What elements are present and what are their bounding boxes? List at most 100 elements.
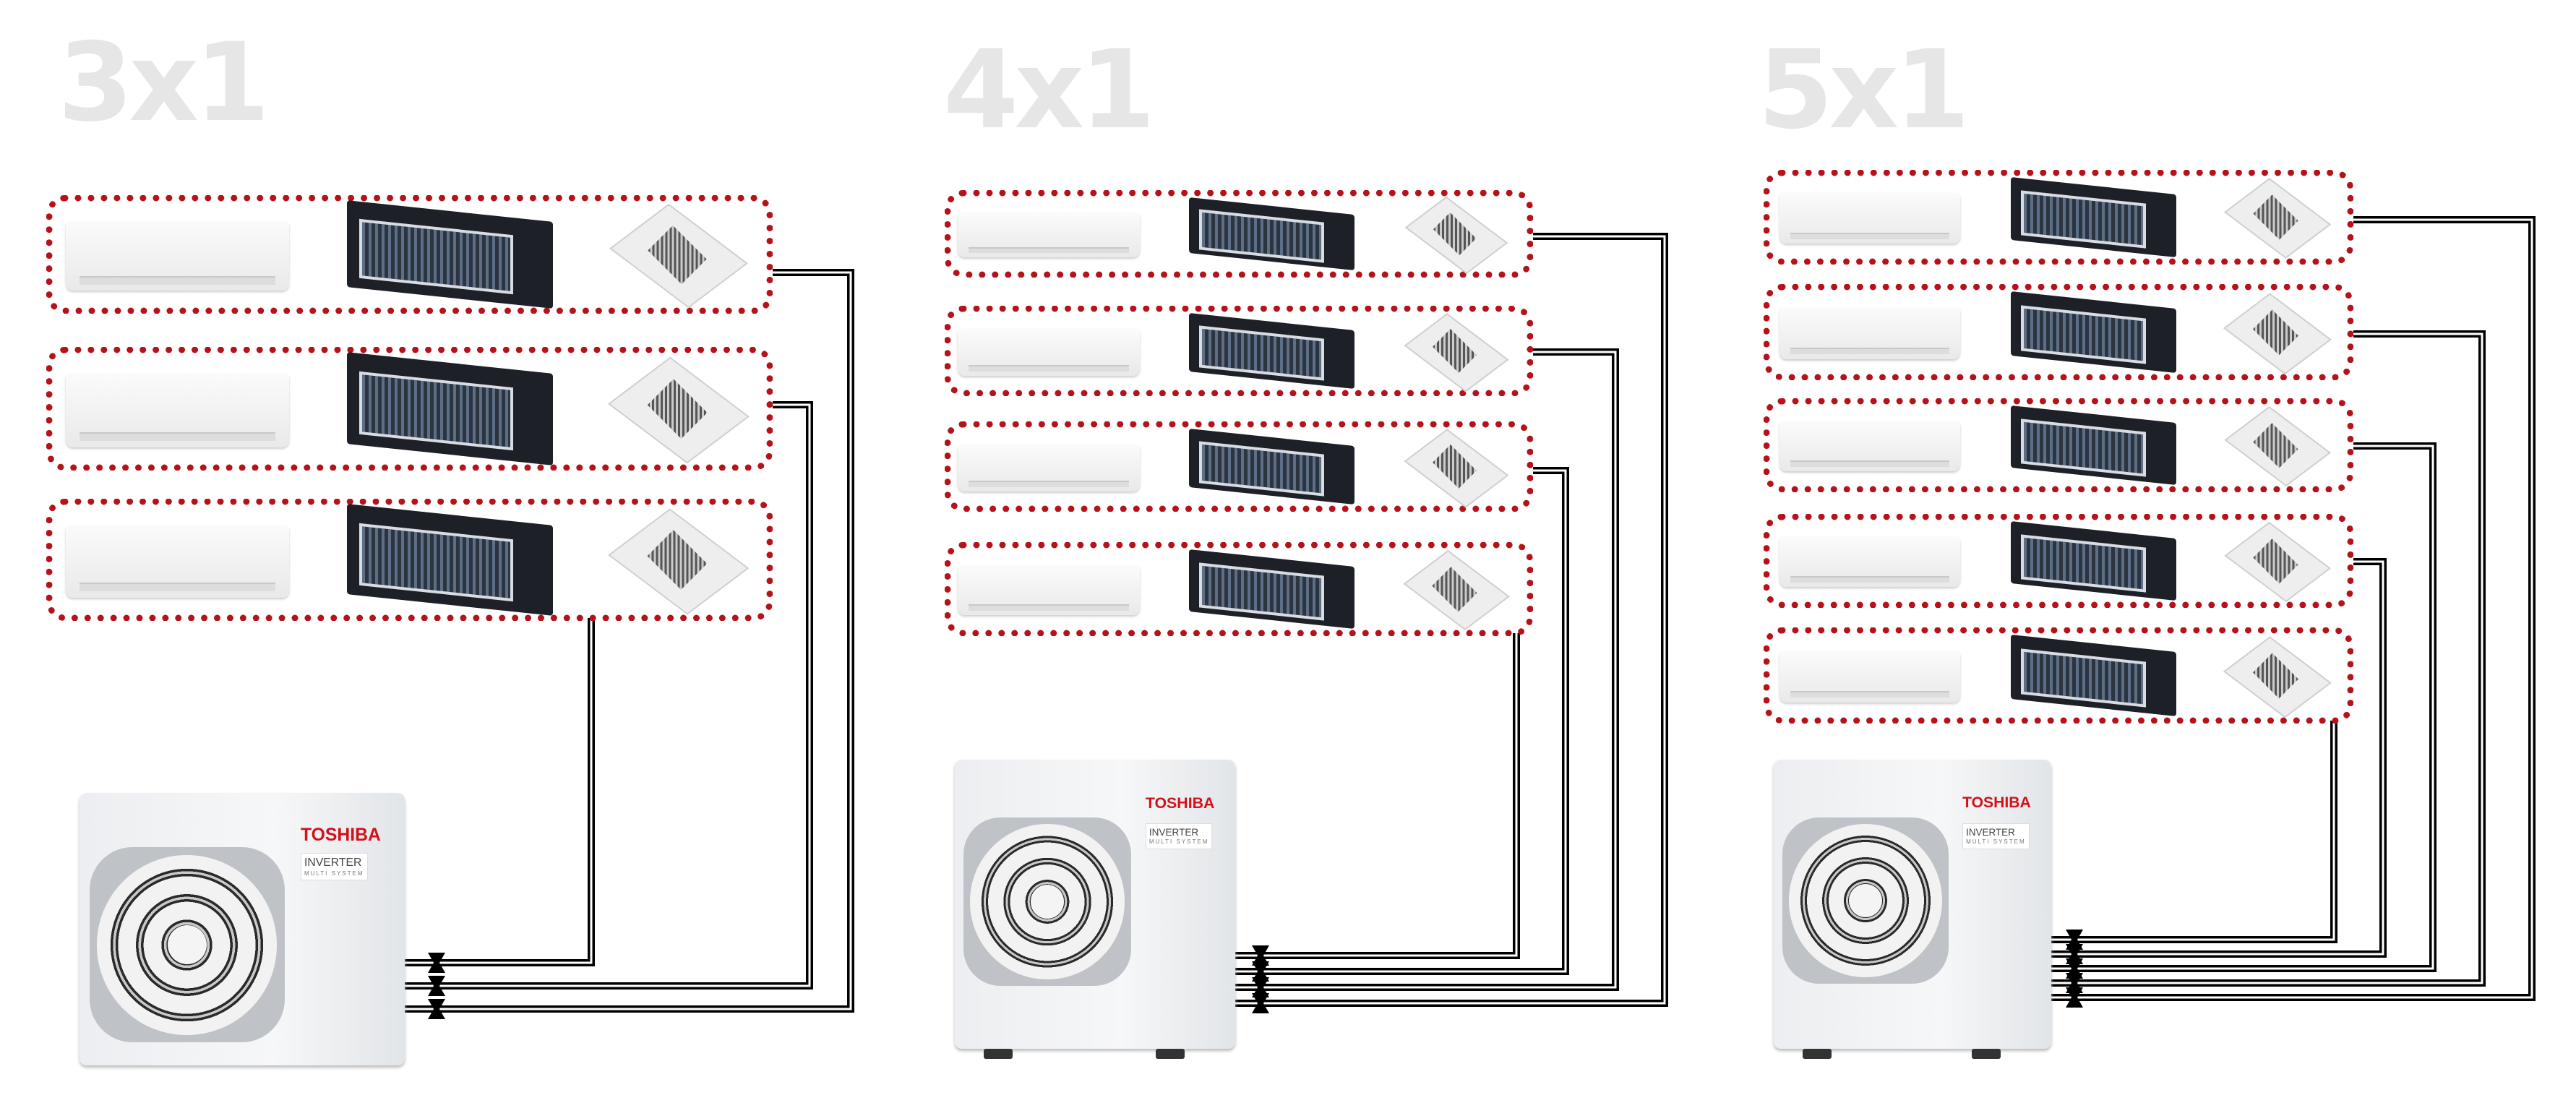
- indoor-unit-group: [46, 499, 773, 621]
- pipe-run: [2051, 721, 2337, 943]
- indoor-unit-group: [945, 306, 1533, 396]
- indoor-unit-group: [1764, 170, 2353, 265]
- wall-unit-louver: [969, 365, 1129, 372]
- duct-coil-grille: [2020, 418, 2146, 477]
- wall-mounted-unit: [958, 565, 1140, 616]
- cassette-unit: [1404, 196, 1508, 275]
- wall-unit-louver: [969, 481, 1129, 487]
- fan-hub: [1848, 884, 1882, 918]
- pipe-run: [2051, 721, 2335, 941]
- system-title: 3x1: [58, 20, 270, 146]
- indoor-unit-group: [46, 195, 773, 314]
- cassette-unit: [1402, 550, 1511, 631]
- wall-mounted-unit: [66, 525, 289, 598]
- badge-subtitle: MULTI SYSTEM: [1149, 838, 1209, 846]
- pipe-run: [405, 618, 593, 964]
- duct-coil-grille: [1198, 325, 1324, 381]
- indoor-unit-group: [1764, 627, 2353, 724]
- cassette-unit: [2223, 293, 2332, 374]
- cassette-unit: [1404, 312, 1509, 392]
- duct-coil-grille: [359, 372, 514, 451]
- wall-unit-louver: [1790, 348, 1949, 355]
- wall-unit-louver: [1790, 576, 1949, 583]
- indoor-unit-group: [945, 542, 1533, 636]
- outdoor-unit-foot: [1803, 1049, 1832, 1059]
- pipe-run: [405, 271, 852, 1010]
- wall-mounted-unit: [958, 444, 1140, 492]
- fan-grille-icon: [89, 847, 285, 1043]
- badge-subtitle: MULTI SYSTEM: [1966, 838, 2026, 846]
- cassette-unit: [607, 356, 750, 464]
- cassette-unit: [2223, 406, 2332, 487]
- fan-hub: [167, 925, 207, 965]
- wall-mounted-unit: [958, 213, 1140, 257]
- pipe-run: [1235, 351, 1617, 989]
- duct-coil-grille: [1198, 562, 1324, 621]
- pipe-run: [1235, 469, 1567, 973]
- indoor-unit-group: [46, 347, 773, 471]
- brand-logo: TOSHIBA: [301, 825, 381, 846]
- service-valve-icon: [1252, 977, 1269, 997]
- wall-mounted-unit: [1779, 537, 1960, 588]
- system-title: 5x1: [1758, 27, 1970, 153]
- wall-mounted-unit: [1779, 193, 1960, 244]
- pipe-run: [2051, 560, 2384, 956]
- pipe-run: [405, 618, 595, 966]
- badge-title: INVERTER: [1149, 827, 1199, 838]
- duct-coil-grille: [1198, 209, 1324, 263]
- cassette-unit: [2223, 522, 2332, 603]
- wall-unit-louver: [1790, 232, 1949, 239]
- indoor-unit-group: [945, 421, 1533, 512]
- wall-mounted-unit: [1779, 651, 1960, 703]
- system-title: 4x1: [943, 27, 1155, 153]
- indoor-unit-group: [945, 190, 1533, 278]
- cassette-unit: [2223, 178, 2332, 259]
- badge-subtitle: MULTI SYSTEM: [304, 870, 364, 877]
- wall-mounted-unit: [958, 328, 1140, 376]
- wall-mounted-unit: [66, 374, 289, 447]
- fan-grille-icon: [963, 817, 1132, 986]
- wall-mounted-unit: [66, 221, 289, 291]
- pipe-run: [1235, 633, 1520, 959]
- cassette-unit: [608, 508, 749, 614]
- indoor-unit-group: [1764, 398, 2353, 492]
- pipe-run: [405, 401, 813, 990]
- service-valve-icon: [428, 976, 445, 996]
- wall-mounted-unit: [1779, 421, 1960, 472]
- outdoor-unit-foot: [1156, 1049, 1185, 1059]
- pipe-run: [2051, 218, 2533, 999]
- duct-coil-grille: [2020, 534, 2146, 593]
- service-valve-icon: [1252, 961, 1269, 982]
- wall-unit-louver: [79, 432, 276, 441]
- pipe-run: [405, 403, 811, 987]
- duct-coil-grille: [2020, 190, 2146, 249]
- wall-unit-louver: [1790, 691, 1949, 698]
- brand-logo: TOSHIBA: [1145, 794, 1215, 812]
- service-valve-icon: [1252, 945, 1269, 966]
- badge-title: INVERTER: [1966, 827, 2015, 838]
- wall-unit-louver: [79, 583, 276, 591]
- cassette-unit: [609, 203, 748, 309]
- pipe-run: [2051, 332, 2483, 984]
- brand-logo: TOSHIBA: [1962, 794, 2031, 811]
- outdoor-unit-foot: [984, 1049, 1013, 1059]
- cassette-unit: [1404, 428, 1509, 508]
- wall-mounted-unit: [1779, 307, 1960, 359]
- wall-unit-louver: [1790, 460, 1949, 467]
- outdoor-unit-foot: [1972, 1049, 2001, 1059]
- fan-grille-icon: [1782, 817, 1949, 984]
- wall-unit-louver: [969, 604, 1129, 611]
- indoor-unit-group: [1764, 514, 2353, 608]
- fan-hub: [1030, 885, 1065, 919]
- pipe-run: [2051, 445, 2434, 970]
- indoor-unit-group: [1764, 284, 2353, 380]
- duct-coil-grille: [1198, 441, 1324, 497]
- pipe-run: [1235, 235, 1666, 1005]
